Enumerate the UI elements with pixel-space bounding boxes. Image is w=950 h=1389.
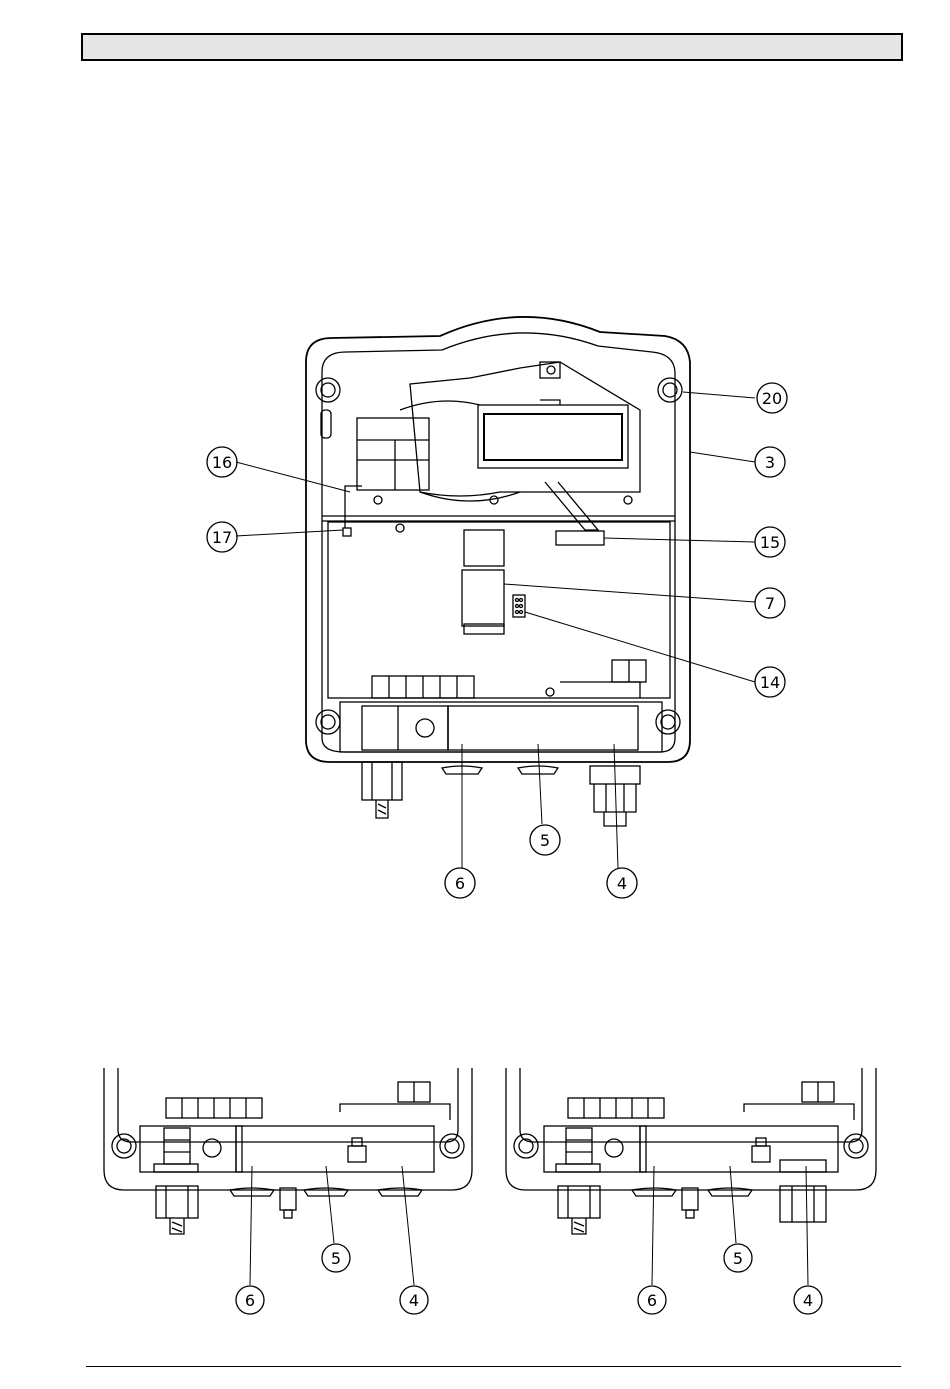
footer-rule xyxy=(86,1366,901,1367)
detail-left-callout-6: 6 xyxy=(236,1286,264,1314)
callout-5: 5 xyxy=(530,825,560,855)
callout-15: 15 xyxy=(755,527,785,557)
main-enclosure xyxy=(306,317,690,826)
svg-text:17: 17 xyxy=(212,528,232,547)
detail-left-callout-5: 5 xyxy=(322,1244,350,1272)
callout-16: 16 xyxy=(207,447,237,477)
svg-text:3: 3 xyxy=(765,453,775,472)
detail-right-leaders xyxy=(652,1166,808,1285)
svg-text:6: 6 xyxy=(455,874,465,893)
svg-text:20: 20 xyxy=(762,389,782,408)
callout-20: 20 xyxy=(757,383,787,413)
svg-text:6: 6 xyxy=(647,1291,657,1310)
callout-3: 3 xyxy=(755,447,785,477)
detail-right-callout-5: 5 xyxy=(724,1244,752,1272)
callout-17: 17 xyxy=(207,522,237,552)
svg-text:5: 5 xyxy=(540,831,550,850)
svg-text:15: 15 xyxy=(760,533,780,552)
svg-text:4: 4 xyxy=(803,1291,813,1310)
detail-left xyxy=(104,1068,472,1234)
svg-text:4: 4 xyxy=(617,874,627,893)
detail-right xyxy=(506,1068,876,1234)
svg-text:5: 5 xyxy=(331,1249,341,1268)
detail-right-callouts: 6 5 4 xyxy=(638,1244,822,1314)
main-leaders xyxy=(236,392,755,868)
svg-text:4: 4 xyxy=(409,1291,419,1310)
svg-text:6: 6 xyxy=(245,1291,255,1310)
callout-4: 4 xyxy=(607,868,637,898)
detail-left-callouts: 6 5 4 xyxy=(236,1244,428,1314)
svg-text:7: 7 xyxy=(765,594,775,613)
detail-right-callout-4: 4 xyxy=(794,1286,822,1314)
callout-14: 14 xyxy=(755,667,785,697)
svg-text:16: 16 xyxy=(212,453,232,472)
svg-text:14: 14 xyxy=(760,673,780,692)
detail-right-callout-6: 6 xyxy=(638,1286,666,1314)
callout-7: 7 xyxy=(755,588,785,618)
svg-text:5: 5 xyxy=(733,1249,743,1268)
detail-left-callout-4: 4 xyxy=(400,1286,428,1314)
callout-6: 6 xyxy=(445,868,475,898)
